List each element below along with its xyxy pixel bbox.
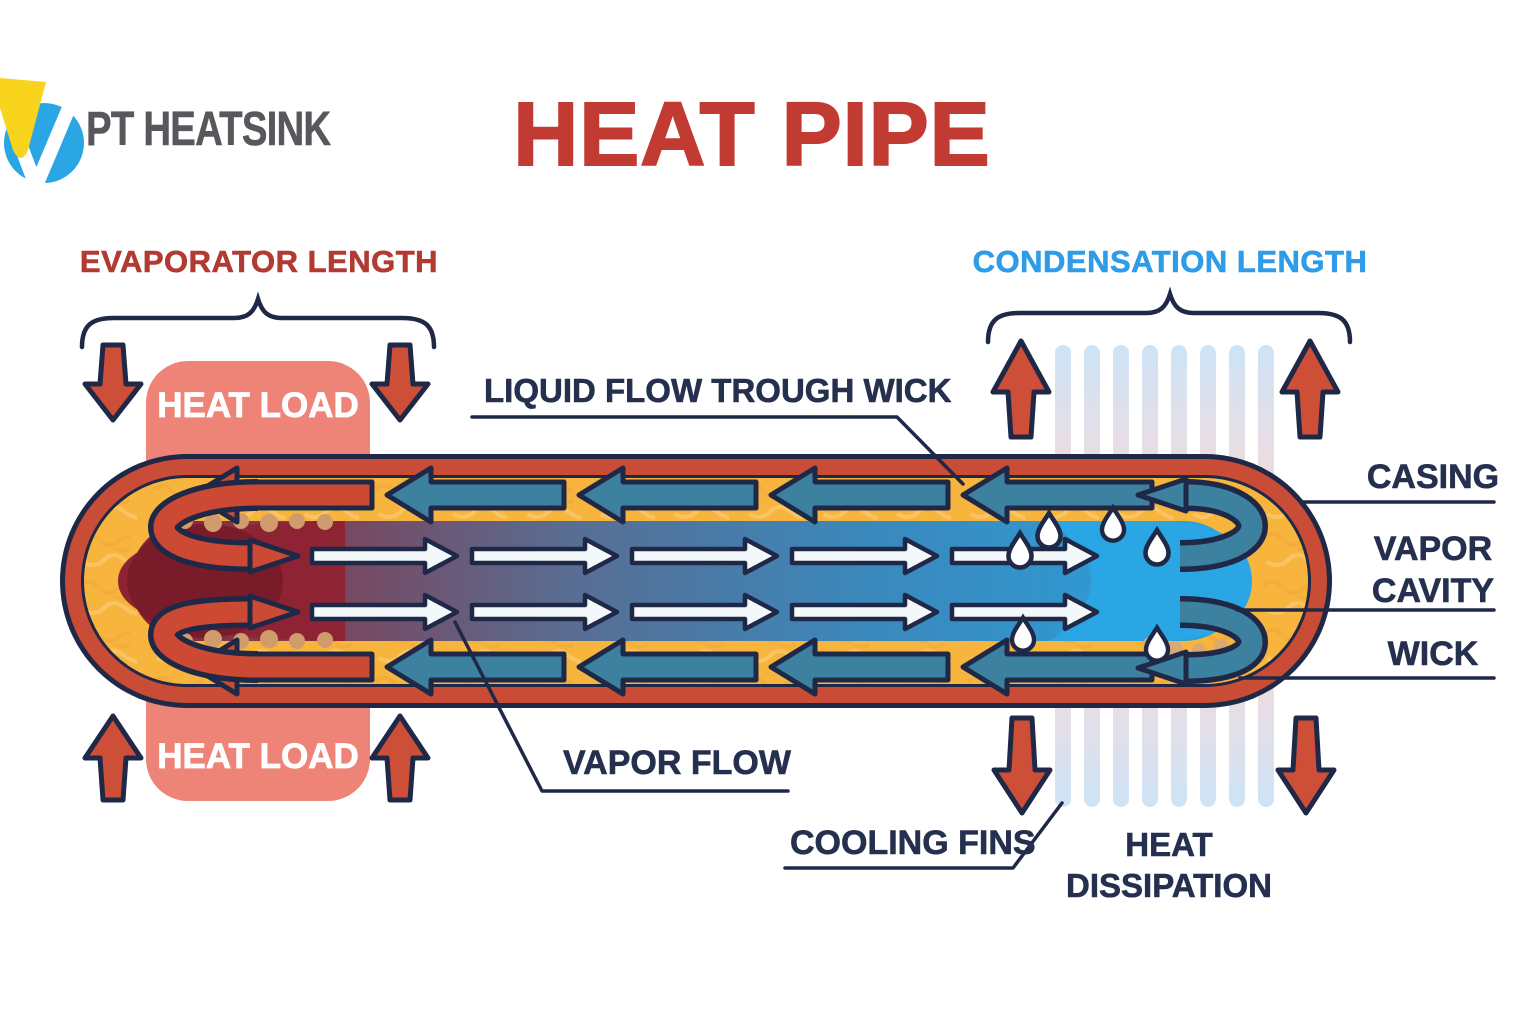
heat-arrow-up-icon [990,338,1052,440]
liquid-flow-arrows [190,465,1155,697]
callout-lines [453,415,1496,870]
length-braces [79,286,1353,350]
liquid-flow-label: LIQUID FLOW TROUGH WICK [484,372,952,410]
vapor-arrow-icon [789,592,940,632]
casing-label: CASING [1366,458,1500,497]
heat-arrow-down-icon [82,342,144,423]
droplet-icon [1009,613,1037,653]
droplet-icon [1143,525,1171,567]
vapor-cavity-line1: VAPOR [1373,530,1493,569]
vapor-cavity-line2: CAVITY [1371,572,1495,611]
heat-load-label-top: HEAT LOAD [157,386,359,426]
heat-arrow-down-icon [1275,715,1337,816]
uturn-arrowhead [247,537,301,575]
liquid-arrow-icon [960,637,1155,697]
vapor-arrow-icon [309,592,460,632]
liquid-arrow-icon [768,637,951,697]
brand-name: PT HEATSINK [86,103,332,157]
vapor-flow-pointer [453,620,790,793]
evaporator-length-label: EVAPORATOR LENGTH [79,244,439,280]
vapor-arrow-icon [629,536,780,576]
vapor-arrow-icon [949,592,1100,632]
droplet-icon [1143,623,1171,663]
uturn-arrowhead [1135,476,1189,514]
droplet-icon [1099,503,1127,543]
wick-label: WICK [1387,635,1479,674]
liquid-arrow-icon [768,465,951,525]
vapor-arrow-icon [469,592,620,632]
heat-arrow-down-icon [369,342,431,423]
heat-load-label-bottom: HEAT LOAD [157,737,359,777]
heat-arrow-up-icon [82,713,144,803]
droplet-icon [1035,508,1063,550]
condensation-brace [985,286,1353,345]
cooling-fins-pointer [783,801,1064,870]
vapor-cavity-label: VAPOR CAVITY [1340,528,1526,612]
logo-v-yellow [0,78,46,158]
uturn-arrow-icon [1179,601,1263,679]
liquid-arrow-icon [576,465,759,525]
evaporator-uturn-arrows [147,479,301,683]
uturn-arrow-icon [1179,484,1263,567]
vapor-arrow-icon [789,536,940,576]
uturn-arrowhead [247,593,301,631]
uturn-arrow-icon [153,484,259,567]
heat-dissipation-line2: DISSIPATION [1066,867,1273,905]
droplets [1006,503,1171,663]
vapor-flow-label: VAPOR FLOW [563,744,792,783]
liquid-arrow-icon [384,465,567,525]
vapor-arrow-icon [469,536,620,576]
vapor-arrow-icon [309,536,460,576]
uturn-arrow-icon [153,601,259,678]
heat-arrow-up-icon [1279,338,1341,440]
liquid-arrow-icon [960,465,1155,525]
heat-dissipation-label: HEAT DISSIPATION [1063,824,1275,906]
page-title: HEAT PIPE [512,84,991,186]
heat-arrow-down-icon [991,715,1053,816]
condensation-length-label: CONDENSATION LENGTH [972,244,1368,280]
brand-logo-icon [0,78,84,205]
liquid-arrow-icon [384,637,567,697]
condenser-uturn-arrows [1135,476,1269,687]
cooling-fins-label: COOLING FINS [790,824,1036,863]
liquid-flow-pointer [470,415,965,486]
heat-dissipation-line1: HEAT [1125,826,1213,864]
heat-arrow-up-icon [369,713,431,803]
vapor-arrow-icon [629,592,780,632]
droplet-icon [1006,528,1034,570]
heat-flow-arrows [82,338,1341,816]
liquid-arrow-icon [576,637,759,697]
evaporator-brace [79,291,437,350]
